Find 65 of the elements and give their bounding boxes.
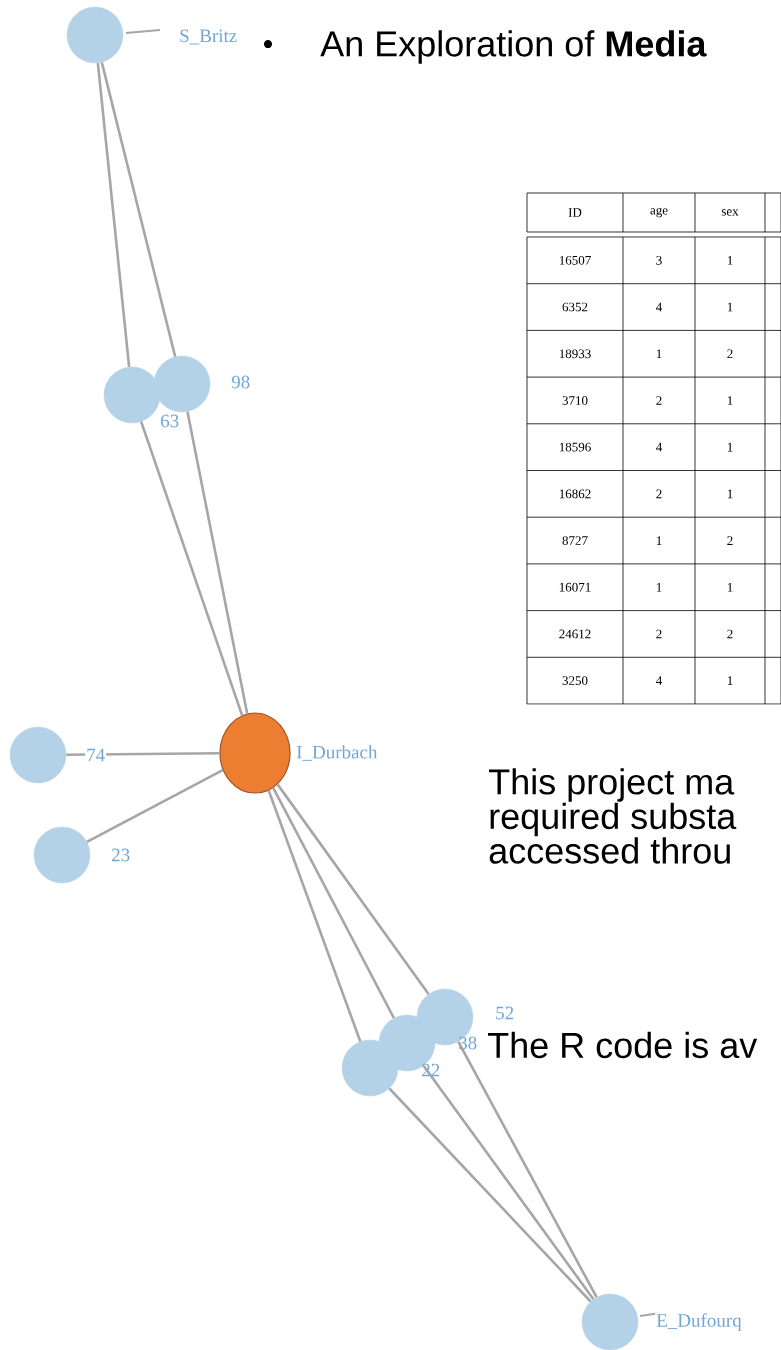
node-label: I_Durbach [295, 744, 379, 762]
edge-line [272, 787, 396, 1019]
table-cell: 1 [727, 582, 733, 592]
table-cell: 3710 [562, 396, 588, 405]
table-cell: ID [568, 208, 582, 217]
node-label: S_Britz [178, 28, 239, 46]
edge-line [86, 768, 224, 843]
network-node [103, 366, 161, 424]
edge-line [100, 62, 177, 357]
table-cell: 1 [727, 676, 733, 685]
edge-line [267, 790, 362, 1042]
table-cell: 16862 [559, 489, 591, 499]
table-cell: 1 [656, 582, 662, 592]
bullet: • [263, 40, 273, 49]
paragraph: The R code is av [488, 1031, 758, 1059]
node-label: 52 [496, 1006, 514, 1020]
table-cell: 1 [656, 536, 662, 545]
node-label: 74 [85, 747, 107, 763]
table-cell: 1 [656, 349, 662, 359]
table-cell: 2 [727, 536, 733, 545]
node-label: 63 [161, 414, 179, 428]
table-cell: 1 [727, 256, 733, 265]
edge-line [457, 1041, 598, 1298]
table-cell: 2 [656, 396, 662, 405]
table-cell: 2 [656, 489, 662, 499]
node-label: 38 [459, 1036, 477, 1050]
edge-line [388, 1087, 592, 1303]
node-label: 23 [110, 847, 132, 863]
network-node [341, 1039, 399, 1097]
table-cell: 4 [656, 302, 663, 312]
edge-line [422, 1065, 595, 1300]
table-cell: 3250 [562, 676, 588, 685]
table-cell: 6352 [562, 302, 588, 312]
table-cell: sex [721, 209, 739, 216]
edge-line [66, 752, 220, 757]
node-label: E_Dufourq [655, 1312, 743, 1332]
table-cell: 1 [727, 302, 733, 312]
table-cell: 2 [727, 629, 733, 639]
table-cell: 18933 [559, 349, 591, 359]
edge-line [96, 62, 131, 368]
table-cell: 18596 [559, 442, 591, 452]
table-cell: 3 [656, 255, 662, 265]
table-cell: 4 [656, 676, 663, 685]
network-node [219, 712, 291, 794]
edge-line [186, 411, 249, 714]
heading: An Exploration of Media [320, 30, 707, 64]
table-cell: 16507 [559, 255, 591, 265]
node-label: 98 [231, 375, 250, 389]
table-cell: 1 [727, 489, 733, 499]
network-node [33, 826, 91, 884]
edge-line [276, 783, 430, 995]
paragraph: This project ma required substa accessed throu [489, 768, 737, 864]
network-node [66, 6, 161, 64]
table-cell: 1 [727, 396, 733, 405]
table-cell: 16071 [559, 582, 591, 592]
network-node [153, 355, 211, 413]
network-node [9, 726, 67, 784]
edge-line [139, 421, 244, 716]
table-cell: 2 [656, 629, 662, 639]
table-cell: 24612 [559, 629, 591, 639]
table-cell: age [650, 207, 668, 218]
table-cell: 2 [727, 349, 733, 359]
table-cell: 1 [727, 442, 733, 452]
table-cell: 8727 [562, 536, 588, 545]
table-cell: 4 [656, 442, 663, 452]
